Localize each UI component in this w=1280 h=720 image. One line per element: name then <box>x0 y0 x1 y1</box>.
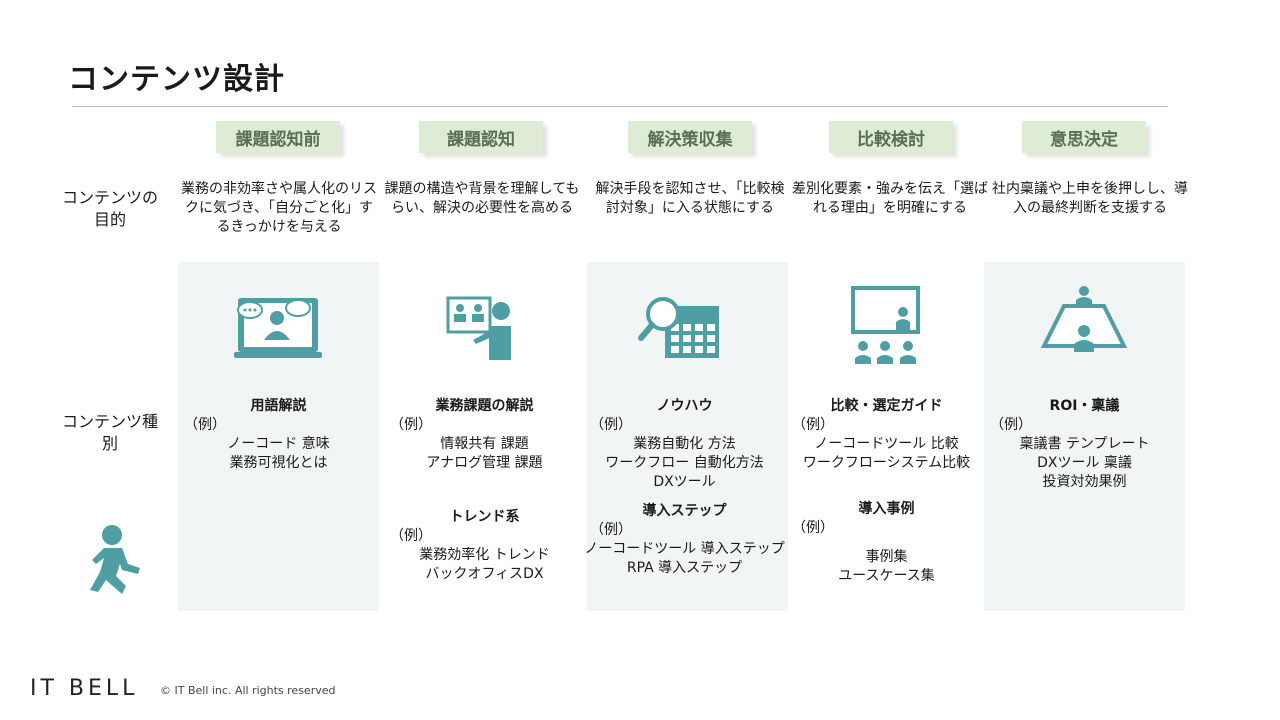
list-item: ノーコードツール 比較 <box>814 436 959 452</box>
content-heading: 導入事例 <box>858 501 915 517</box>
example-label: （例） <box>590 417 632 433</box>
list-item: ユースケース集 <box>838 568 935 584</box>
content-block-1-1: 用語解説 （例） ノーコード 意味 業務可視化とは <box>178 397 379 473</box>
video-meeting-icon <box>178 284 379 364</box>
content-heading: 導入ステップ <box>642 503 727 519</box>
page-title: コンテンツ設計 <box>68 62 285 97</box>
stage-header-3: 解決策収集 <box>628 121 752 153</box>
list-item: アナログ管理 課題 <box>426 455 543 471</box>
purpose-5: 社内稟議や上申を後押しし、導入の最終判断を支援する <box>992 181 1188 216</box>
list-item: ワークフローシステム比較 <box>802 455 971 471</box>
list-item: DXツール <box>653 474 716 490</box>
presenter-icon <box>381 284 582 364</box>
search-calculator-icon <box>587 284 788 364</box>
list-item: 業務自動化 方法 <box>633 436 736 452</box>
company-logo: IT BELL <box>30 676 139 701</box>
list-item: 業務可視化とは <box>229 455 328 471</box>
stage-header-4: 比較検討 <box>829 121 953 153</box>
content-block-2-2: トレンド系 （例） 業務効率化 トレンド バックオフィスDX <box>384 508 585 584</box>
row-label-purpose: コンテンツの目的 <box>61 188 158 229</box>
example-label: （例） <box>390 528 432 544</box>
running-person-icon <box>82 522 152 598</box>
example-label: （例） <box>184 417 226 433</box>
content-block-5-1: ROI・稟議 （例） 稟議書 テンプレート DXツール 稟議 投資対効果例 <box>984 397 1185 492</box>
row-label-types: コンテンツ種別 <box>61 412 158 453</box>
purpose-2: 課題の構造や背景を理解してもらい、解決の必要性を高める <box>384 181 580 216</box>
purpose-4: 差別化要素・強みを伝え「選ばれる理由」を明確にする <box>792 181 988 216</box>
list-item: 情報共有 課題 <box>440 436 529 452</box>
meeting-table-icon <box>984 284 1185 364</box>
purpose-1: 業務の非効率さや属人化のリスクに気づき、「自分ごと化」するきっかけを与える <box>181 181 377 235</box>
content-block-4-2: 導入事例 （例） 事例集 ユースケース集 <box>786 500 987 586</box>
example-label: （例） <box>390 417 432 433</box>
stage-header-2: 課題認知 <box>419 121 543 153</box>
content-block-4-1: 比較・選定ガイド （例） ノーコードツール 比較 ワークフローシステム比較 <box>786 397 987 473</box>
content-heading: トレンド系 <box>449 509 520 525</box>
list-item: 稟議書 テンプレート <box>1019 436 1150 452</box>
list-item: 業務効率化 トレンド <box>419 547 550 563</box>
example-label: （例） <box>792 417 834 433</box>
purpose-3: 解決手段を認知させ、「比較検討対象」に入る状態にする <box>595 181 785 216</box>
example-label: （例） <box>792 520 834 536</box>
list-item: 事例集 <box>865 549 908 565</box>
content-heading: 用語解説 <box>250 398 307 414</box>
content-heading: ROI・稟議 <box>1049 398 1120 414</box>
content-block-3-2: 導入ステップ （例） ノーコードツール 導入ステップ RPA 導入ステップ <box>584 502 785 578</box>
list-item: ノーコード 意味 <box>227 436 330 452</box>
content-heading: 比較・選定ガイド <box>830 398 943 414</box>
content-block-2-1: 業務課題の解説 （例） 情報共有 課題 アナログ管理 課題 <box>384 397 585 473</box>
list-item: ノーコードツール 導入ステップ <box>584 541 785 557</box>
content-heading: ノウハウ <box>656 398 713 414</box>
list-item: ワークフロー 自動化方法 <box>605 455 764 471</box>
stage-header-1: 課題認知前 <box>216 121 340 153</box>
list-item: バックオフィスDX <box>425 566 544 582</box>
example-label: （例） <box>990 417 1032 433</box>
content-block-3-1: ノウハウ （例） 業務自動化 方法 ワークフロー 自動化方法 DXツール <box>584 397 785 492</box>
copyright-text: © IT Bell inc. All rights reserved <box>160 684 336 697</box>
list-item: DXツール 稟議 <box>1037 455 1132 471</box>
seminar-icon <box>790 284 991 364</box>
example-label: （例） <box>590 522 632 538</box>
list-item: 投資対効果例 <box>1042 474 1127 490</box>
stage-header-5: 意思決定 <box>1022 121 1146 153</box>
content-heading: 業務課題の解説 <box>435 398 534 414</box>
list-item: RPA 導入ステップ <box>626 560 743 576</box>
title-divider <box>72 106 1168 107</box>
